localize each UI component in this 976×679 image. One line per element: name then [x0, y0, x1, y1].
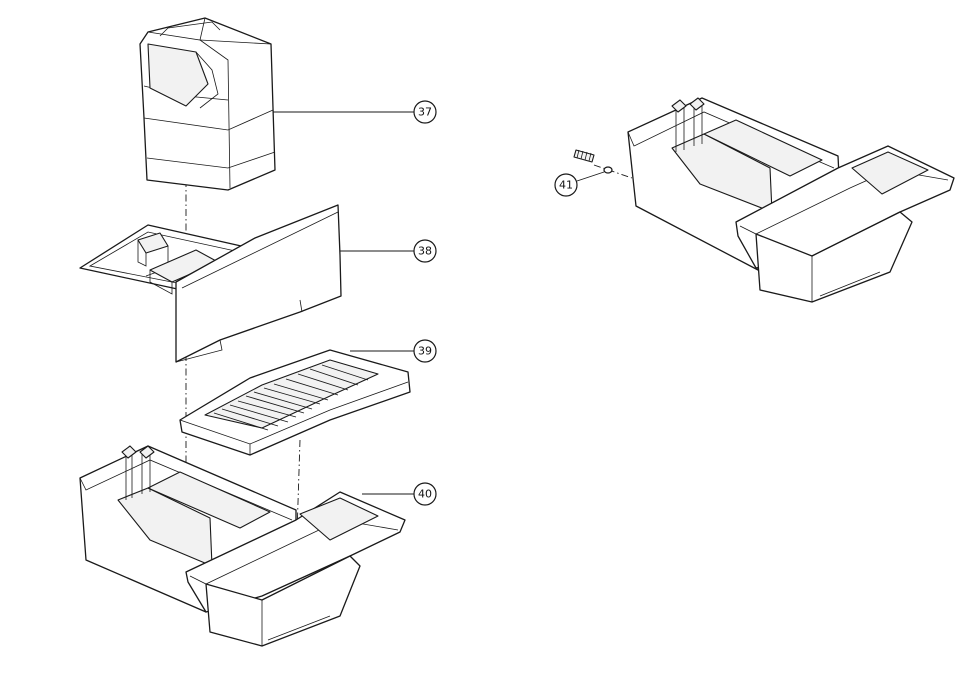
callout-37-label: 37	[418, 106, 432, 119]
callout-37: 37	[413, 100, 437, 124]
grille-slots	[213, 364, 369, 431]
callout-38-label: 38	[418, 245, 432, 258]
callout-41-label: 41	[559, 179, 573, 192]
part-40-base-housing	[79, 445, 406, 647]
callout-39-label: 39	[418, 345, 432, 358]
callout-40: 40	[413, 482, 437, 506]
part-41-spring	[573, 149, 613, 174]
part-38-drawer	[79, 204, 342, 363]
part-39-grille-tray	[179, 349, 411, 456]
callout-41: 41	[554, 173, 578, 197]
callout-39: 39	[413, 339, 437, 363]
assembled-base-housing	[627, 97, 955, 303]
leader-lines	[273, 111, 605, 495]
part-37-cup	[139, 17, 276, 191]
callout-38: 38	[413, 239, 437, 263]
callout-40-label: 40	[418, 488, 432, 501]
